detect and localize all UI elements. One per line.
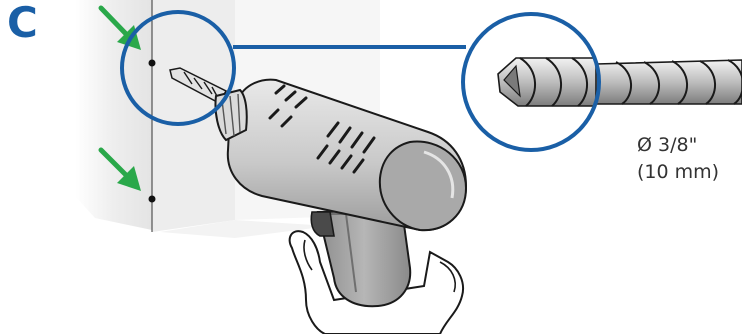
bit-diameter-text: Ø 3/8" <box>637 132 719 159</box>
bit-size-label: Ø 3/8" (10 mm) <box>637 132 719 186</box>
upper-mark-dot <box>149 60 156 67</box>
lower-mark-dot <box>149 196 156 203</box>
step-label: C <box>7 0 38 49</box>
bit-metric-text: (10 mm) <box>637 159 719 186</box>
drill-bit-extension <box>596 60 742 104</box>
